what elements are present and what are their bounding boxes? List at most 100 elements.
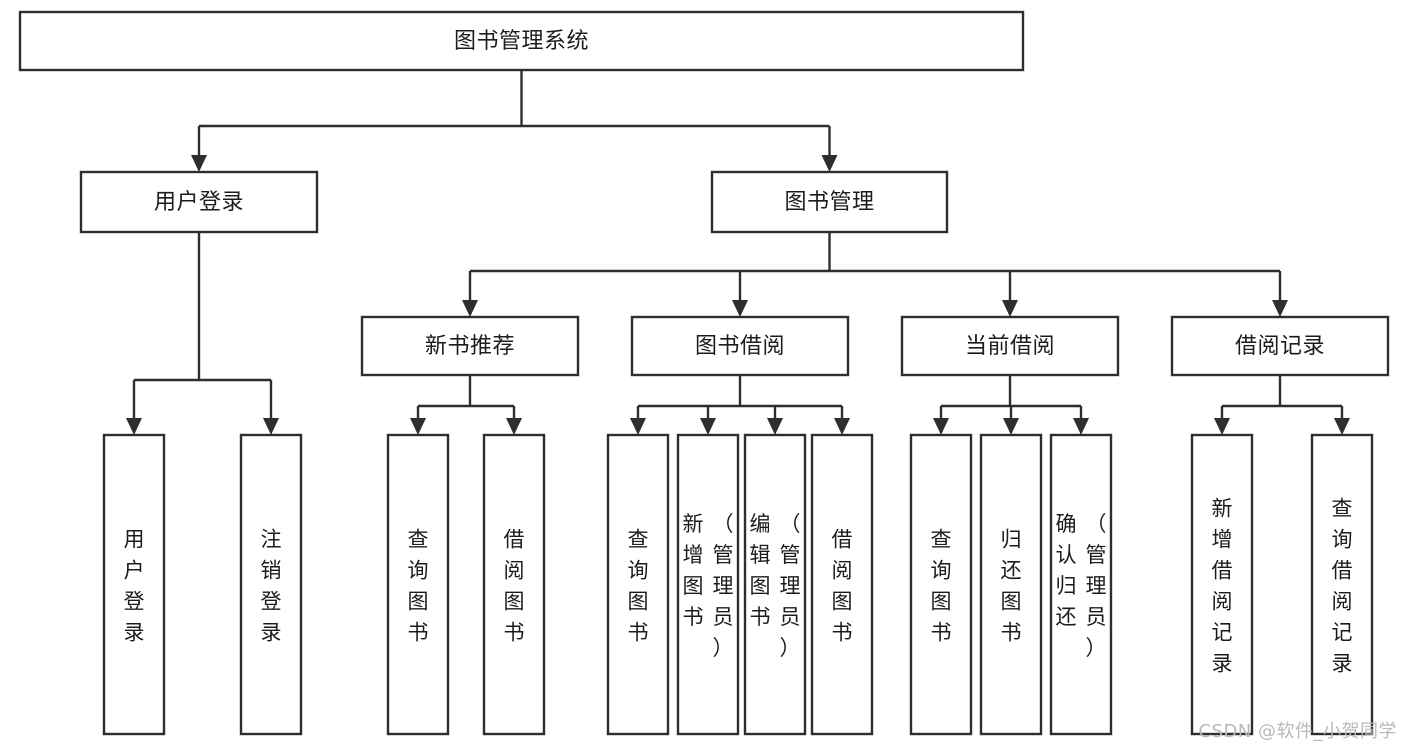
svg-text:阅: 阅 (504, 559, 525, 583)
svg-text:阅: 阅 (832, 559, 853, 583)
svg-text:书: 书 (408, 621, 429, 645)
svg-text:管: 管 (713, 543, 734, 567)
svg-text:书: 书 (832, 621, 853, 645)
svg-text:书: 书 (750, 605, 771, 629)
svg-text:录: 录 (1212, 652, 1233, 676)
nodes-layer: 图书管理系统用户登录图书管理新书推荐图书借阅当前借阅借阅记录用户登录注销登录查询… (18, 10, 1390, 736)
svg-text:图: 图 (408, 590, 429, 614)
node-label: 图书管理系统 (454, 29, 589, 54)
svg-text:归: 归 (1001, 528, 1022, 552)
svg-text:查: 查 (628, 528, 649, 552)
svg-text:归: 归 (1056, 574, 1077, 598)
node-root-root[interactable]: 图书管理系统 (18, 10, 1025, 72)
svg-text:员: 员 (780, 605, 801, 629)
svg-text:）: ） (713, 636, 734, 660)
svg-text:图: 图 (750, 574, 771, 598)
svg-text:登: 登 (261, 590, 282, 614)
svg-text:认: 认 (1056, 543, 1077, 567)
svg-text:记: 记 (1212, 621, 1233, 645)
svg-text:注: 注 (261, 528, 282, 552)
svg-text:阅: 阅 (1212, 590, 1233, 614)
node-label: 借阅记录 (1235, 334, 1325, 359)
svg-text:书: 书 (628, 621, 649, 645)
svg-text:还: 还 (1001, 559, 1022, 583)
svg-text:员: 员 (713, 605, 734, 629)
node-label: 新书推荐 (425, 334, 515, 359)
node-label: 图书管理 (784, 190, 874, 215)
svg-text:记: 记 (1332, 621, 1353, 645)
svg-text:确: 确 (1056, 512, 1077, 536)
svg-text:图: 图 (931, 590, 952, 614)
node-label: 当前借阅 (965, 334, 1055, 359)
svg-text:新: 新 (1212, 497, 1233, 521)
svg-text:图: 图 (628, 590, 649, 614)
node-new-book-recommend[interactable]: 新书推荐 (360, 315, 580, 377)
svg-text:编: 编 (750, 512, 771, 536)
svg-text:理: 理 (713, 574, 734, 598)
svg-text:新: 新 (683, 512, 704, 536)
node-label: 用户登录 (154, 190, 244, 215)
svg-text:）: ） (780, 636, 801, 660)
svg-text:借: 借 (1212, 559, 1233, 583)
node-label: 图书借阅 (695, 334, 785, 359)
svg-text:辑: 辑 (750, 543, 771, 567)
svg-text:增: 增 (683, 543, 704, 567)
svg-text:借: 借 (1332, 559, 1353, 583)
svg-text:书: 书 (504, 621, 525, 645)
watermark-label: CSDN @软件_小贺同学 (1198, 721, 1397, 742)
node-book-management[interactable]: 图书管理 (710, 170, 949, 234)
svg-text:图: 图 (1001, 590, 1022, 614)
svg-text:销: 销 (261, 559, 282, 583)
svg-text:借: 借 (832, 528, 853, 552)
svg-text:查: 查 (408, 528, 429, 552)
svg-text:（: （ (713, 512, 734, 536)
svg-text:图: 图 (504, 590, 525, 614)
node-current-borrow[interactable]: 当前借阅 (900, 315, 1120, 377)
svg-text:查: 查 (931, 528, 952, 552)
svg-text:增: 增 (1212, 528, 1233, 552)
svg-text:询: 询 (628, 559, 649, 583)
svg-text:书: 书 (1001, 621, 1022, 645)
node-book-borrow[interactable]: 图书借阅 (630, 315, 850, 377)
connectors-layer (126, 70, 1350, 435)
svg-text:录: 录 (1332, 652, 1353, 676)
svg-text:（: （ (780, 512, 801, 536)
node-user-login[interactable]: 用户登录 (79, 170, 319, 234)
svg-text:录: 录 (261, 621, 282, 645)
svg-text:）: ） (1086, 636, 1107, 660)
node-leaf-user-login[interactable]: 用户登录 (102, 433, 166, 736)
svg-text:书: 书 (683, 605, 704, 629)
node-borrow-record[interactable]: 借阅记录 (1170, 315, 1390, 377)
svg-text:理: 理 (780, 574, 801, 598)
svg-text:询: 询 (1332, 528, 1353, 552)
svg-text:管: 管 (1086, 543, 1107, 567)
svg-text:用: 用 (124, 528, 145, 552)
svg-text:借: 借 (504, 528, 525, 552)
svg-text:查: 查 (1332, 497, 1353, 521)
